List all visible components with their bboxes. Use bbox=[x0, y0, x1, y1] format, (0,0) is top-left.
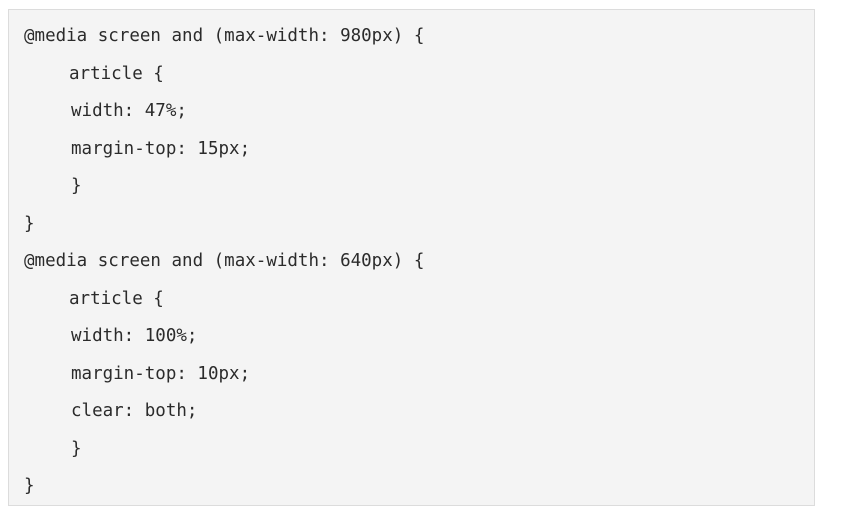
code-line: @media screen and (max-width: 980px) { bbox=[24, 26, 425, 46]
code-line: } bbox=[71, 438, 82, 459]
code-line: } bbox=[71, 176, 82, 196]
code-line: width: 100%; bbox=[71, 326, 198, 346]
code-line: margin-top: 15px; bbox=[71, 138, 251, 159]
code-line: article { bbox=[69, 63, 164, 84]
code-line: } bbox=[24, 476, 35, 496]
code-line: margin-top: 10px; bbox=[71, 363, 251, 384]
code-line: article { bbox=[69, 288, 164, 309]
code-line: @media screen and (max-width: 640px) { bbox=[24, 251, 425, 271]
code-block: @media screen and (max-width: 980px) { a… bbox=[8, 9, 815, 506]
code-line: width: 47%; bbox=[71, 101, 187, 121]
code-line: clear: both; bbox=[71, 401, 198, 421]
code-line: } bbox=[24, 213, 35, 234]
